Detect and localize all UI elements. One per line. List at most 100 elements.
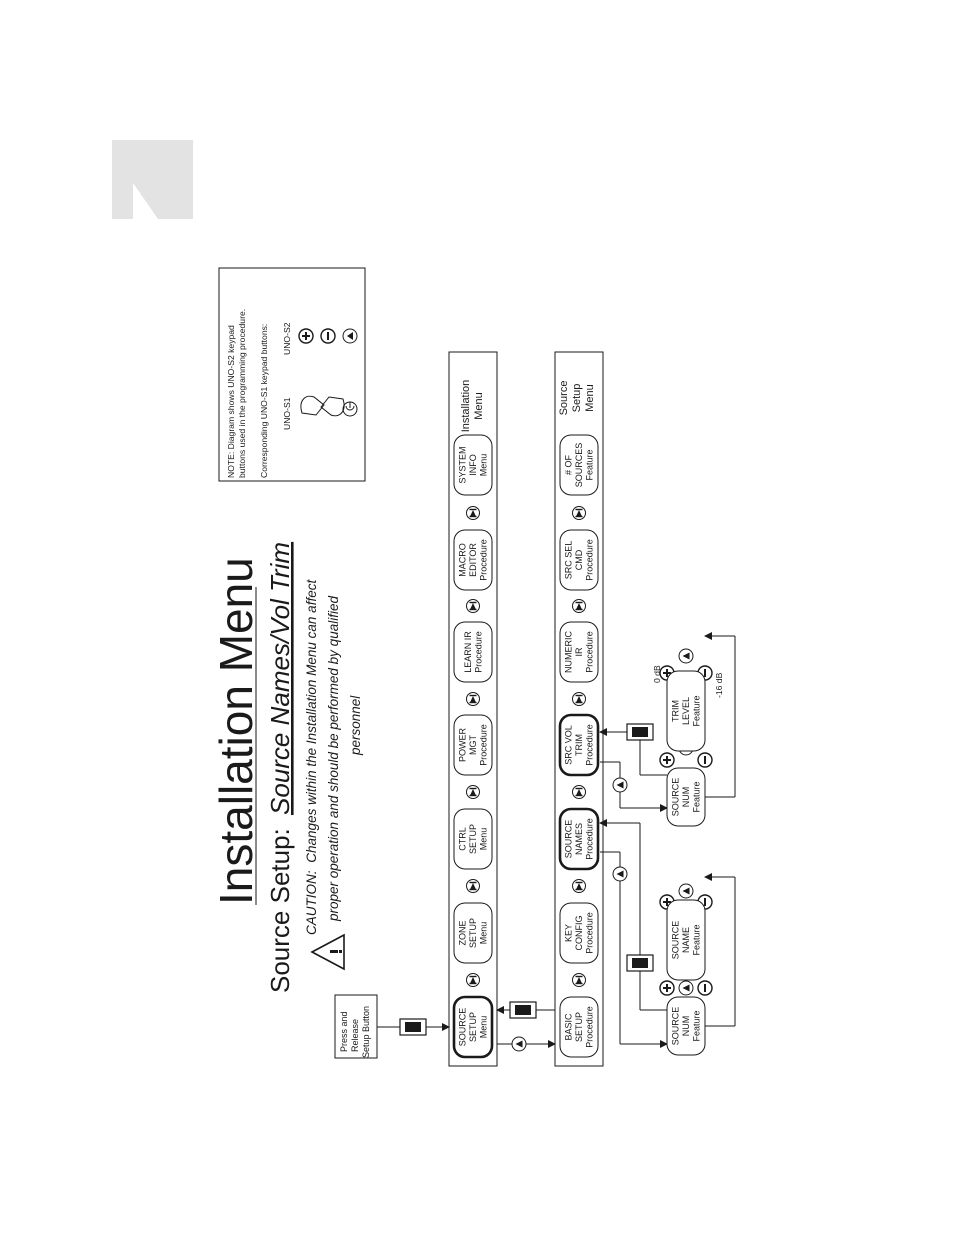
skip-icon xyxy=(572,785,586,799)
skip-icon xyxy=(466,506,480,520)
trim-level-box-line: TRIM xyxy=(671,700,681,722)
names-source-name-box-line: Feature xyxy=(692,924,702,955)
skip-icon xyxy=(572,692,586,706)
names-source-name-box-line: NAME xyxy=(681,927,691,953)
source-menu-item-line: SOURCES xyxy=(574,443,584,488)
skip-icon xyxy=(572,506,586,520)
installation-menu-item-line: MACRO xyxy=(458,543,468,577)
svg-text:CAUTION: Changes within: CAUTION: Changes within the Installation… xyxy=(304,579,319,935)
trim-level-box-line: LEVEL xyxy=(681,697,691,725)
svg-text:Menu: Menu xyxy=(584,384,596,412)
setup-button-icon xyxy=(626,723,654,741)
setup-button-icon xyxy=(626,954,654,972)
installation-menu-item-line: POWER xyxy=(458,728,468,763)
caution-label: CAUTION: xyxy=(304,870,319,935)
installation-menu-item-line: Procedure xyxy=(473,631,483,673)
up-arrow-icon xyxy=(612,777,628,793)
note-line1: NOTE: Diagram shows UNO-S2 keypad xyxy=(226,325,236,478)
up-arrow-icon xyxy=(511,1036,527,1052)
plus-icon xyxy=(659,752,675,768)
installation-menu-item-line: Procedure xyxy=(479,724,489,766)
note-col-uno-s2: UNO-S2 xyxy=(282,322,292,355)
source-menu-item-line: Procedure xyxy=(585,1006,595,1048)
source-menu-item-line: SETUP xyxy=(574,1012,584,1042)
source-menu-item-line: SRC VOL xyxy=(564,725,574,765)
flow-connectors xyxy=(377,632,736,1048)
start-line1: Press and xyxy=(339,1011,349,1052)
subtitle-prefix: Source Setup: xyxy=(265,828,295,993)
source-setup-menu-label: Source Setup Menu xyxy=(558,381,596,416)
note-line2: buttons used in the programming procedur… xyxy=(237,309,247,478)
trim-min-label: -16 dB xyxy=(714,672,724,698)
caution-triangle-icon xyxy=(310,933,345,971)
source-menu-item-line: SRC SEL xyxy=(564,541,574,580)
note-box: NOTE: Diagram shows UNO-S2 keypad button… xyxy=(218,267,366,482)
installation-menu-item-line: INFO xyxy=(468,454,478,476)
skip-icon xyxy=(466,973,480,987)
caution-block: CAUTION: Changes within the Installation… xyxy=(304,579,363,935)
installation-menu-item-line: Menu xyxy=(479,828,489,851)
title-block: Installation Menu xyxy=(210,557,262,905)
source-menu-item-line: BASIC xyxy=(564,1013,574,1041)
start-line3: Setup Button xyxy=(361,1006,371,1058)
up-arrow-icon xyxy=(678,648,694,664)
names-source-name-box-line: SOURCE xyxy=(671,921,681,960)
installation-menu-item-line: SETUP xyxy=(468,918,478,948)
start-box: Press and Release Setup Button xyxy=(334,994,378,1059)
logo-r-icon xyxy=(112,140,193,219)
subtitle-topic: Source Names/Vol Trim xyxy=(265,542,295,815)
skip-icon xyxy=(572,879,586,893)
svg-text:Setup: Setup xyxy=(571,384,583,413)
installation-menu-item-line: ZONE xyxy=(458,920,468,945)
installation-menu-item-line: SETUP xyxy=(468,1012,478,1042)
source-menu-item-line: Procedure xyxy=(585,539,595,581)
source-menu-item-line: KEY xyxy=(564,924,574,942)
skip-icon xyxy=(466,692,480,706)
start-line2: Release xyxy=(350,1019,360,1052)
source-menu-item-line: IR xyxy=(574,647,584,657)
trim-source-num-box-line: Feature xyxy=(692,781,702,812)
source-menu-item-line: CONFIG xyxy=(574,916,584,951)
source-menu-item-line: Procedure xyxy=(585,912,595,954)
names-source-num-box-line: SOURCE xyxy=(671,1007,681,1046)
keypad-buttons xyxy=(399,506,713,1052)
svg-text:Menu: Menu xyxy=(473,392,485,420)
installation-menu-item-line: CTRL xyxy=(458,827,468,851)
skip-icon xyxy=(466,599,480,613)
source-menu-item-line: Procedure xyxy=(585,631,595,673)
svg-text:Source: Source xyxy=(558,381,570,416)
svg-text:Source Setup: Source Nam: Source Setup: Source Names/Vol Trim xyxy=(265,542,295,993)
installation-menu-item-line: SETUP xyxy=(468,824,478,854)
names-source-num-box-line: Feature xyxy=(692,1010,702,1041)
uno-s1-down-key-icon xyxy=(320,396,345,417)
source-menu-item-line: # OF xyxy=(564,455,574,476)
source-menu-item-line: NUMERIC xyxy=(564,631,574,673)
installation-menu-item-line: SOURCE xyxy=(458,1008,468,1047)
names-source-num-box-line: NUM xyxy=(681,1016,691,1037)
skip-icon xyxy=(572,973,586,987)
power-icon xyxy=(342,401,358,417)
minus-icon xyxy=(320,328,336,344)
setup-button-icon xyxy=(399,1018,427,1036)
skip-icon xyxy=(466,785,480,799)
uno-s1-up-key-icon xyxy=(300,395,325,416)
caution-line3: personnel xyxy=(348,695,363,756)
page-title: Installation Menu xyxy=(210,557,262,905)
minus-icon xyxy=(697,752,713,768)
caution-line1: Changes within the Installation Menu can… xyxy=(304,579,319,863)
